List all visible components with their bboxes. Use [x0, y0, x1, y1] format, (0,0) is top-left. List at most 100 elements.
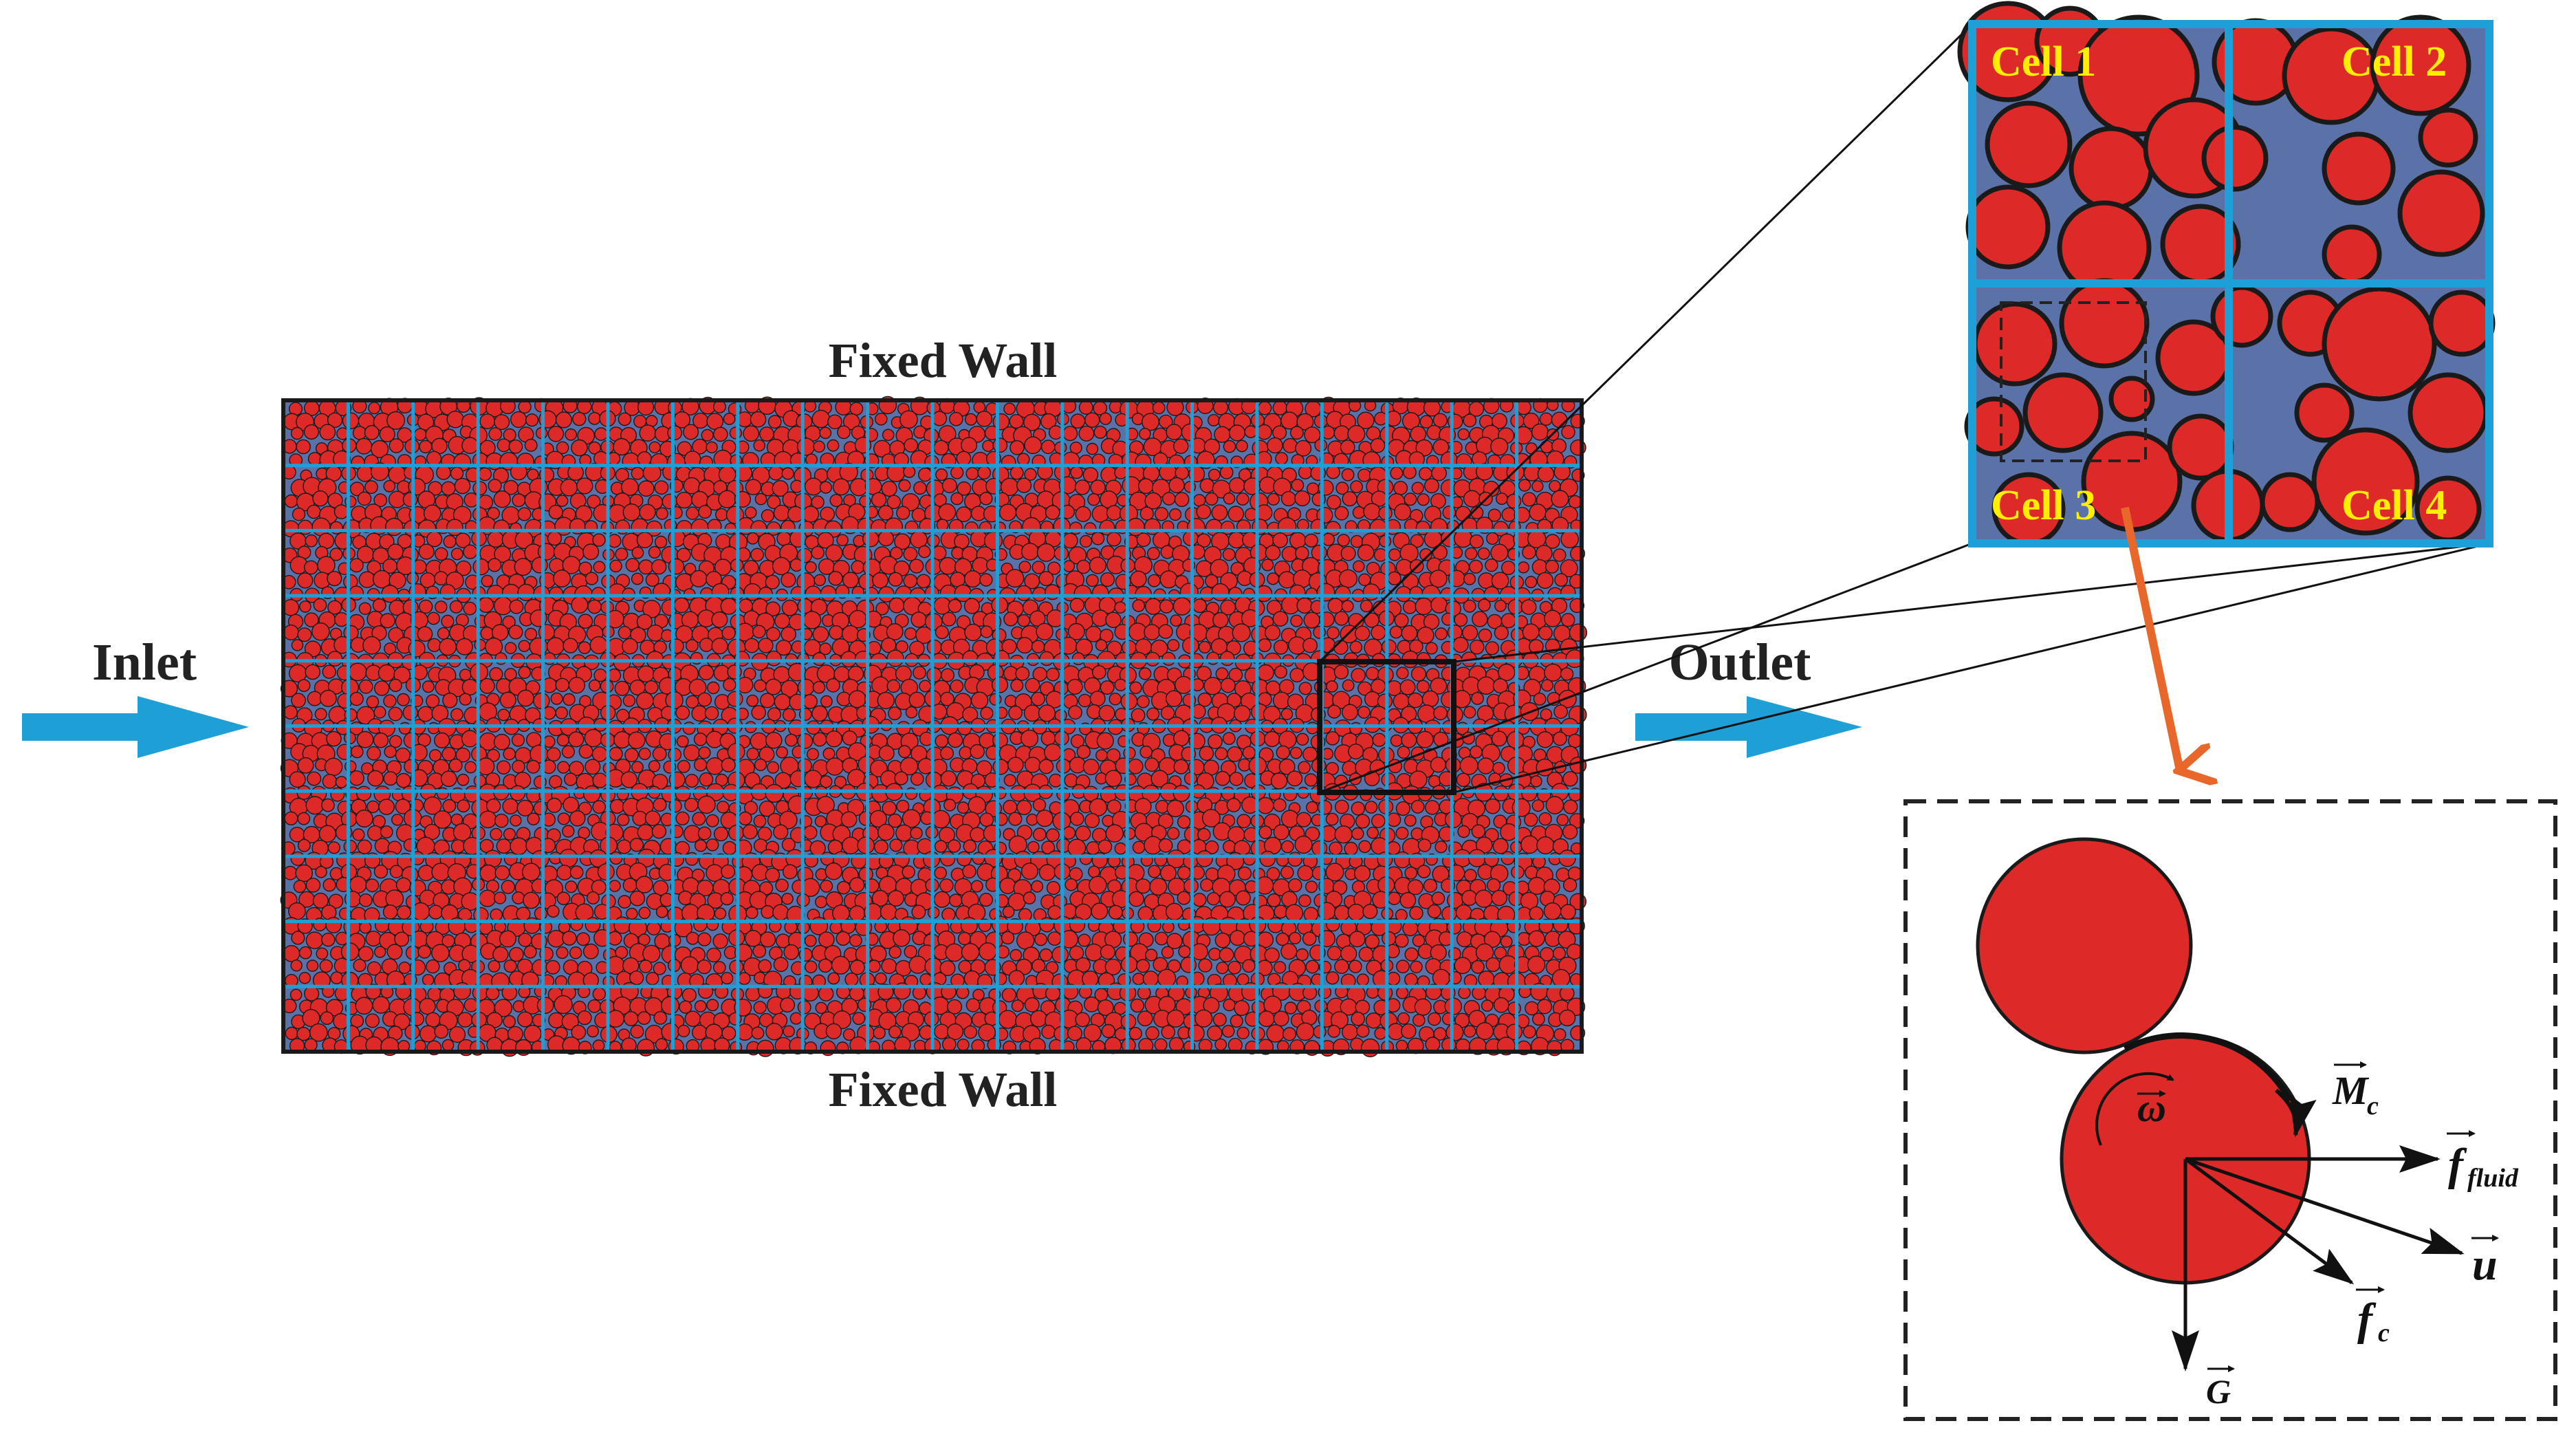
particle	[1483, 931, 1501, 949]
particle	[457, 773, 470, 786]
particle	[290, 988, 303, 1001]
particle	[1427, 1012, 1441, 1026]
particle	[1159, 865, 1177, 882]
particle	[963, 1025, 978, 1039]
particle	[1040, 440, 1056, 455]
particle	[655, 1038, 668, 1051]
particle	[1159, 570, 1178, 589]
particle	[812, 681, 826, 694]
particle	[1424, 800, 1440, 815]
particle	[1134, 798, 1152, 815]
zoom-particles	[1957, 1, 2496, 546]
particle	[1144, 492, 1162, 510]
particle	[325, 999, 344, 1017]
particle	[344, 708, 358, 722]
particle	[366, 695, 380, 708]
particle	[1351, 801, 1366, 816]
moment-arrow	[2275, 1088, 2317, 1138]
particle	[871, 492, 887, 508]
contact-arc	[2123, 1032, 2293, 1103]
particle	[965, 467, 979, 481]
particle	[1560, 613, 1575, 627]
particle	[963, 598, 980, 614]
particle	[510, 837, 528, 856]
particle	[681, 903, 700, 922]
particle	[394, 931, 409, 947]
particle	[441, 481, 456, 496]
particle	[1021, 543, 1039, 561]
omega-arc	[2095, 1072, 2174, 1146]
particle	[593, 561, 606, 574]
particle	[1280, 708, 1294, 720]
particle	[1442, 506, 1456, 520]
particle	[442, 799, 457, 813]
particle	[957, 851, 972, 867]
particle	[1394, 613, 1409, 628]
particle	[910, 772, 924, 786]
particle	[781, 599, 798, 616]
particle	[836, 931, 851, 946]
particle	[849, 960, 865, 975]
particle	[512, 493, 526, 508]
particle	[715, 508, 728, 521]
particle	[1236, 492, 1249, 506]
particle	[1296, 413, 1314, 431]
particle	[1416, 680, 1430, 693]
particle	[1433, 706, 1448, 721]
particle	[283, 945, 301, 962]
particle	[385, 517, 404, 537]
particle	[623, 1011, 639, 1026]
particle	[1396, 986, 1409, 999]
particle	[1114, 842, 1127, 855]
particle	[1285, 904, 1304, 922]
particle	[1114, 601, 1126, 614]
particle	[1410, 666, 1427, 682]
particle	[1209, 983, 1228, 1002]
particle	[1084, 412, 1100, 428]
particle	[982, 440, 994, 452]
particle	[607, 668, 622, 682]
cell-3-label: Cell 3	[1991, 482, 2096, 529]
particle	[589, 636, 608, 655]
particle	[1491, 413, 1507, 429]
particle	[502, 615, 516, 629]
particle	[490, 908, 503, 922]
particle	[992, 437, 1008, 453]
particle	[434, 571, 448, 586]
inlet-arrow	[22, 696, 249, 758]
particle	[1014, 693, 1032, 711]
particle	[1553, 548, 1567, 562]
particle	[1172, 785, 1190, 802]
particle	[1046, 667, 1060, 682]
particle	[1148, 865, 1161, 878]
particle	[675, 811, 690, 825]
particle	[454, 477, 471, 495]
particle	[583, 785, 601, 803]
particle	[327, 841, 340, 854]
particle	[1386, 971, 1401, 986]
particle	[297, 757, 314, 774]
particle	[1432, 439, 1450, 455]
particle	[1350, 534, 1364, 548]
particle	[1553, 704, 1569, 719]
particle	[970, 880, 983, 893]
particle	[711, 638, 728, 655]
particle	[1257, 638, 1271, 653]
particle	[698, 505, 712, 519]
particle	[862, 530, 880, 548]
particle	[379, 534, 395, 550]
particle	[487, 530, 504, 548]
particle	[1291, 479, 1305, 492]
particle	[873, 1026, 886, 1039]
particle	[556, 441, 569, 455]
particle	[631, 546, 644, 559]
particle	[908, 691, 926, 708]
force-detail-panel: ω M c f fluid u f c G	[1903, 799, 2557, 1421]
particle	[1159, 599, 1174, 614]
particle	[1298, 465, 1313, 479]
particle	[1158, 838, 1173, 853]
particle	[1425, 642, 1438, 655]
particle	[290, 851, 305, 866]
particle	[1267, 492, 1280, 506]
particle	[1297, 865, 1313, 881]
